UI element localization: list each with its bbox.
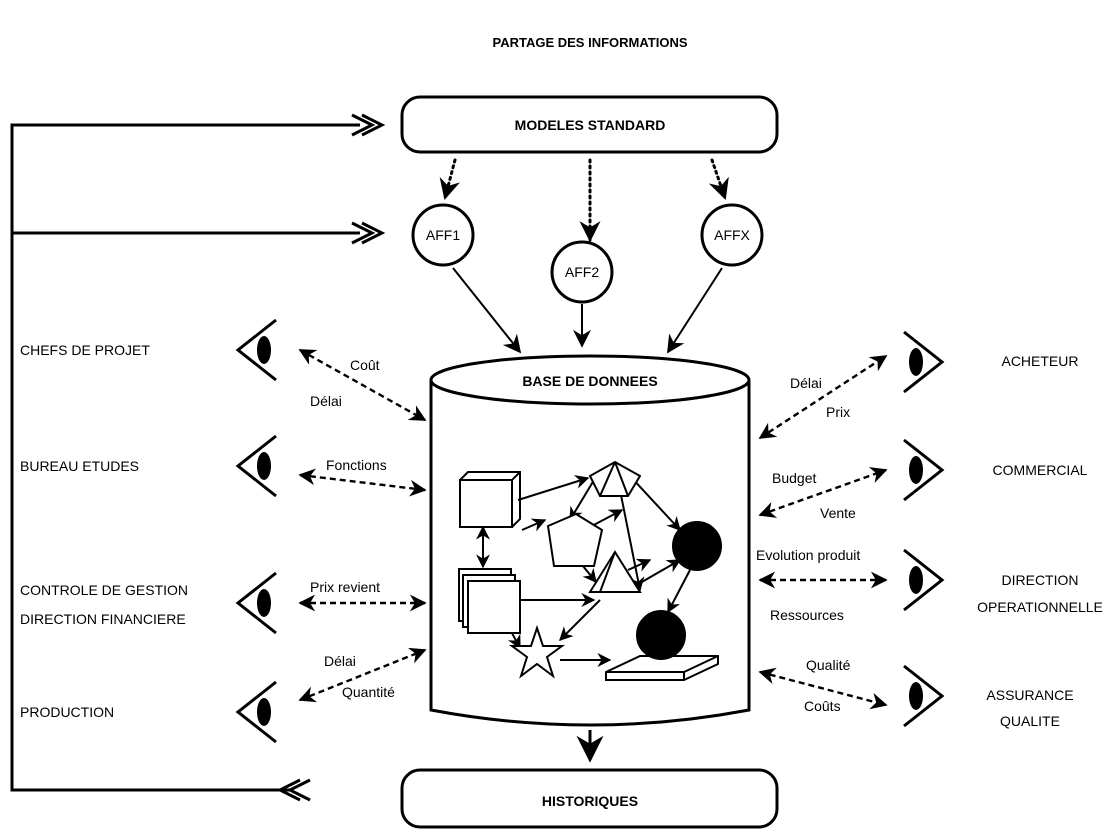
affaire-label: AFF2 [565,264,599,280]
eye-icon [235,571,277,635]
sphere-icon [636,610,686,660]
flow-cout: Coût [350,357,380,373]
actor-production: PRODUCTION [20,704,114,720]
eye-icon [903,438,945,502]
flow-qualite: Qualité [806,657,851,673]
affaire-aff1: AFF1 [411,203,475,267]
modeles-standard-label: MODELES STANDARD [515,117,666,133]
flow-vente: Vente [820,505,856,521]
flow-delai-chefs: Délai [310,393,342,409]
pyramid-icon [588,460,642,497]
actor-direction: DIRECTION [1002,572,1079,588]
eye-icon [903,664,945,728]
actor-chefs-de-projet: CHEFS DE PROJET [20,342,150,358]
pentagon-icon [546,512,604,567]
double-chevron-arrow-icon [351,221,386,245]
actor-bureau-etudes: BUREAU ETUDES [20,458,139,474]
left-flow-arrows [298,348,427,703]
eye-icon [903,330,945,394]
base-de-donnees-cylinder: BASE DE DONNEES [429,354,751,727]
historiques-box: HISTORIQUES [400,768,779,829]
affaire-label: AFF1 [426,227,460,243]
base-de-donnees-label: BASE DE DONNEES [522,373,657,389]
flow-delai-acheteur: Délai [790,375,822,391]
eye-icon [235,318,277,382]
actor-commercial: COMMERCIAL [993,462,1088,478]
double-chevron-arrow-icon [351,113,386,137]
feedback-loop [10,113,386,802]
eye-icon [903,548,945,612]
database-content [458,460,722,681]
flow-budget: Budget [772,470,816,486]
flow-couts: Coûts [804,698,841,714]
cube-icon [459,471,521,528]
actor-direction-financiere: DIRECTION FINANCIERE [20,611,186,627]
actor-controle-de-gestion: CONTROLE DE GESTION [20,582,188,598]
flow-ressources: Ressources [770,607,844,623]
affaire-affx: AFFX [700,203,764,267]
sphere-icon [672,521,722,571]
right-flow-arrows [758,354,888,710]
actor-acheteur: ACHETEUR [1001,353,1078,369]
affaire-aff2: AFF2 [550,240,614,304]
triangle-icon [588,550,642,593]
double-chevron-arrow-icon [276,778,311,802]
flow-prix: Prix [826,404,850,420]
actor-assurance: ASSURANCE [986,687,1073,703]
historiques-label: HISTORIQUES [542,793,638,809]
flow-evolution-produit: Evolution produit [756,547,860,563]
actor-qualite: QUALITE [1000,713,1060,729]
stacked-squares-icon [458,568,521,634]
model-to-affaire-links [439,158,729,243]
flow-prix-revient: Prix revient [310,579,380,595]
flow-quantite: Quantité [342,684,395,700]
actor-operationnelle: OPERATIONNELLE [977,599,1103,615]
star-icon [508,624,566,679]
modeles-standard-box: MODELES STANDARD [400,95,779,154]
affaire-to-database-links [452,267,723,354]
affaire-label: AFFX [714,227,750,243]
flow-fonctions: Fonctions [326,457,387,473]
eye-icon [235,680,277,744]
diagram-title: PARTAGE DES INFORMATIONS [493,35,688,50]
eye-icon [235,434,277,498]
flow-delai-production: Délai [324,653,356,669]
plate-icon [605,655,719,681]
